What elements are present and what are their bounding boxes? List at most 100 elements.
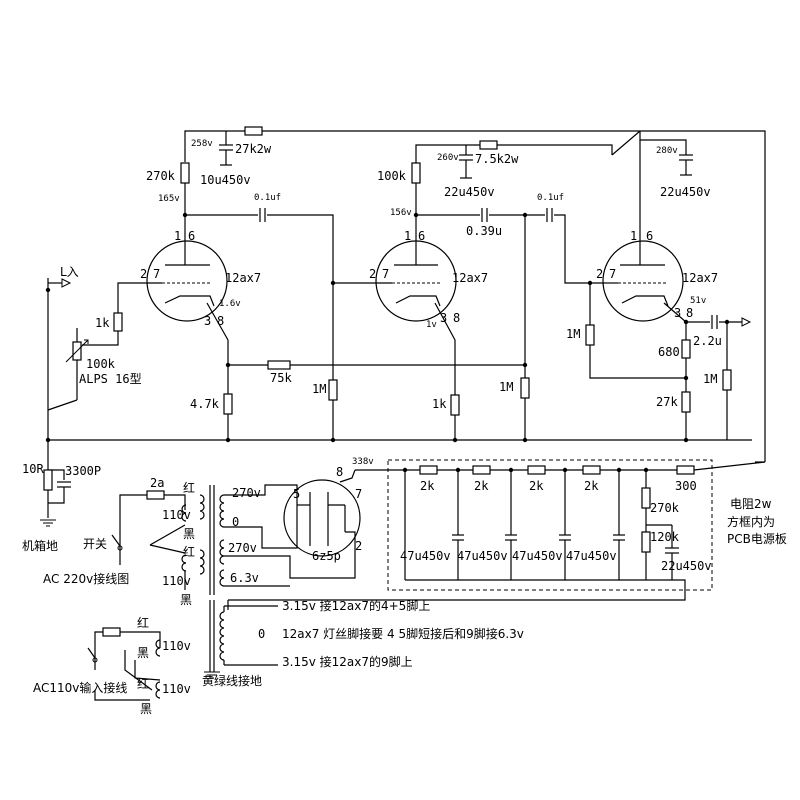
heater-note: 12ax7 灯丝脚接要 4 5脚短接后和9脚接6.3v bbox=[282, 626, 524, 641]
c-filter-22u-b bbox=[679, 154, 693, 176]
v2-rdrop-label: 7.5k2w bbox=[475, 152, 519, 166]
r-cathode-680 bbox=[681, 339, 691, 359]
psu-r5-label: 300 bbox=[675, 479, 697, 493]
r-grid2-label: 1M bbox=[312, 382, 326, 396]
psu-r1-label: 2k bbox=[420, 479, 435, 493]
r-grid3a-label: 1M bbox=[499, 380, 513, 394]
v1-pin2: 2 bbox=[140, 267, 147, 281]
r-10r bbox=[43, 469, 53, 491]
c-couple-0.1uf-1 bbox=[259, 208, 266, 222]
tube-v2 bbox=[335, 240, 457, 395]
v1-rdrop-label: 27k2w bbox=[235, 142, 272, 156]
v1-rcathode-label: 4.7k bbox=[190, 397, 220, 411]
v1-rplate-label: 270k bbox=[146, 169, 176, 183]
v3-rgrid-label: 1M bbox=[566, 327, 580, 341]
hv-transformer bbox=[199, 484, 356, 610]
c-couple-0.1uf-2 bbox=[546, 208, 553, 222]
tx-fil: 6.3v bbox=[230, 571, 259, 585]
v2-ccouple-a: 0.39u bbox=[466, 224, 502, 238]
psu-c3-label: 47u450v bbox=[512, 549, 563, 563]
output-jack-icon bbox=[741, 317, 752, 327]
b-plus-rail bbox=[184, 130, 766, 462]
r-cathode-4k7 bbox=[223, 393, 233, 415]
c-filter-22u-a bbox=[459, 154, 473, 179]
pcb-psu-box bbox=[387, 459, 713, 591]
c-couple-0.39u bbox=[481, 208, 488, 222]
r-grid-1k bbox=[113, 312, 123, 332]
r-cathode-27k bbox=[681, 391, 691, 413]
v3-pin8: 8 bbox=[686, 306, 693, 320]
psu-r3-label: 2k bbox=[529, 479, 544, 493]
feedback-label: 75k bbox=[270, 371, 292, 385]
v2-pin8: 8 bbox=[453, 311, 460, 325]
tube-v3 bbox=[602, 230, 687, 340]
r-bleed-120k bbox=[641, 531, 651, 553]
ac220-title: AC 220v接线图 bbox=[43, 571, 129, 586]
v2-pin6: 6 bbox=[418, 229, 425, 243]
r-drop-7k5 bbox=[479, 140, 498, 150]
v3-cathode-v: 51v bbox=[690, 296, 706, 306]
psu-note-1: 电阻2w bbox=[730, 497, 772, 511]
v3-type: 12ax7 bbox=[682, 271, 718, 285]
psu-r1 bbox=[419, 465, 438, 475]
ac110-black2: 黑 bbox=[140, 702, 152, 716]
ac220-v1: 110v bbox=[162, 508, 191, 522]
ac110-wiring bbox=[87, 627, 161, 701]
v1-plate-v: 165v bbox=[158, 194, 180, 204]
ac220-black: 黑 bbox=[183, 527, 195, 541]
psu-c4-label: 47u450v bbox=[566, 549, 617, 563]
chassis-ground-icon bbox=[39, 519, 57, 527]
tx-hv-top: 270v bbox=[232, 486, 261, 500]
v3-rk2-label: 27k bbox=[656, 395, 678, 409]
ac110-black: 黑 bbox=[137, 646, 149, 660]
rect-plate-v: 338v bbox=[352, 457, 374, 467]
v2-ccouple-b: 0.1uf bbox=[537, 193, 564, 203]
psu-caps bbox=[404, 470, 672, 581]
rect-pin5: 5 bbox=[293, 487, 300, 501]
v2-bplus: 260v bbox=[437, 153, 459, 163]
v2-rplate-label: 100k bbox=[377, 169, 407, 183]
tube-rectifier bbox=[283, 469, 361, 557]
c-bleed-22u bbox=[665, 525, 679, 580]
v3-rk1-label: 680 bbox=[658, 345, 680, 359]
v1-pin8: 8 bbox=[217, 314, 224, 328]
heater-ct: 0 bbox=[258, 627, 265, 641]
rect-pin7: 7 bbox=[355, 487, 362, 501]
psu-bleed-bot: 120k bbox=[650, 530, 680, 544]
v2-cfilter-label: 22u450v bbox=[444, 185, 495, 199]
ac220-v2: 110v bbox=[162, 574, 191, 588]
pot-value: 100k bbox=[86, 357, 116, 371]
v3-pin1: 1 bbox=[630, 229, 637, 243]
r-grid-1m-3 bbox=[585, 324, 595, 346]
chassis-label: 机箱地 bbox=[22, 538, 58, 553]
v3-bplus: 280v bbox=[656, 146, 678, 156]
psu-bleed-top: 270k bbox=[650, 501, 680, 515]
ac220-red: 红 bbox=[183, 480, 195, 495]
v2-pin2: 2 bbox=[369, 267, 376, 281]
psu-c1-label: 47u450v bbox=[400, 549, 451, 563]
heater-bot-note: 3.15v 接12ax7的9脚上 bbox=[282, 654, 413, 669]
v3-cout-label: 2.2u bbox=[693, 334, 722, 348]
tx-hv-ct: 0 bbox=[232, 515, 239, 529]
v2-rcathode-label: 1k bbox=[432, 397, 447, 411]
r-feedback-75k bbox=[267, 360, 291, 370]
volume-pot bbox=[47, 278, 89, 440]
ground-r-label: 10R bbox=[22, 462, 44, 476]
tx-hv-bot: 270v bbox=[228, 541, 257, 555]
input-label: L入 bbox=[60, 265, 79, 279]
c-out-2.2u bbox=[711, 315, 718, 329]
ground-c-label: 3300P bbox=[65, 464, 101, 478]
ac220-switch: 开关 bbox=[83, 537, 107, 551]
pot-model: ALPS 16型 bbox=[79, 372, 142, 386]
psu-r2 bbox=[472, 465, 491, 475]
v1-ccouple-label: 0.1uf bbox=[254, 193, 281, 203]
v1-bplus: 258v bbox=[191, 139, 213, 149]
ac110-title: AC110v输入接线 bbox=[33, 680, 127, 695]
r-plate-100k bbox=[411, 162, 421, 184]
r-cathode-1k bbox=[450, 394, 460, 416]
c-3300p bbox=[57, 481, 71, 488]
ac220-fuse: 2a bbox=[150, 476, 164, 490]
v3-rout-label: 1M bbox=[703, 372, 717, 386]
v1-cathode-v: 1.6v bbox=[219, 299, 241, 309]
psu-r3 bbox=[527, 465, 546, 475]
